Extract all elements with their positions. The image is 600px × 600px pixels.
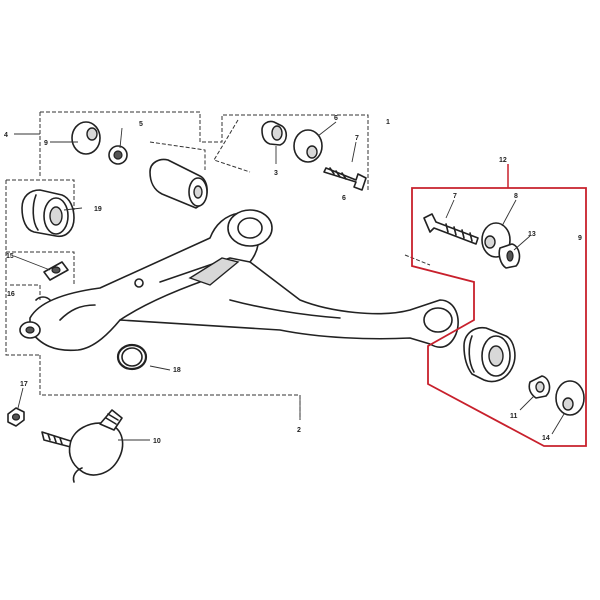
kit-sleeve-11 bbox=[528, 375, 551, 399]
nut-17 bbox=[7, 407, 25, 427]
callout-14: 14 bbox=[542, 435, 550, 442]
bolt-7 bbox=[323, 167, 367, 191]
callout-labels: 4 9 5 19 15 16 18 17 10 2 3 6 7 1 12 7 8… bbox=[4, 115, 582, 445]
callout-3: 3 bbox=[274, 170, 278, 177]
leader-lines bbox=[13, 121, 565, 441]
callout-18: 18 bbox=[173, 367, 181, 374]
nut-5 bbox=[108, 145, 128, 165]
callout-16: 16 bbox=[7, 291, 15, 298]
sleeve-3 bbox=[261, 120, 288, 146]
bushing-cylinder bbox=[149, 158, 208, 209]
callout-8: 8 bbox=[514, 193, 518, 200]
callout-6: 6 bbox=[334, 115, 338, 122]
callout-1: 1 bbox=[386, 119, 390, 126]
callout-4: 4 bbox=[4, 132, 8, 139]
lower-control-arm bbox=[19, 212, 459, 352]
callout-9-left: 9 bbox=[44, 140, 48, 147]
ball-joint-10 bbox=[41, 409, 124, 483]
callout-17: 17 bbox=[20, 381, 28, 388]
assembly-frame bbox=[5, 111, 431, 420]
bushing-kit-12 bbox=[411, 164, 587, 447]
callout-6-bottom: 6 bbox=[342, 195, 346, 202]
callout-11: 11 bbox=[510, 413, 518, 420]
clip-15 bbox=[35, 261, 69, 301]
washer-6 bbox=[293, 129, 323, 163]
kit-bushing bbox=[463, 326, 516, 383]
front-bushing bbox=[227, 209, 273, 247]
callout-7-kit: 7 bbox=[453, 193, 457, 200]
kit-bolt-7 bbox=[423, 213, 479, 245]
callout-5: 5 bbox=[139, 121, 143, 128]
kit-washer-14 bbox=[555, 380, 585, 416]
snap-ring-18 bbox=[116, 343, 148, 371]
callout-15: 15 bbox=[6, 253, 14, 260]
callout-9-kit: 9 bbox=[578, 235, 582, 242]
washer-9 bbox=[71, 121, 101, 155]
callout-13: 13 bbox=[528, 231, 536, 238]
callout-10: 10 bbox=[153, 438, 161, 445]
callout-12: 12 bbox=[499, 157, 507, 164]
callout-7-top: 7 bbox=[355, 135, 359, 142]
callout-19: 19 bbox=[94, 206, 102, 213]
bushing-19 bbox=[21, 189, 75, 238]
callout-2: 2 bbox=[297, 427, 301, 434]
